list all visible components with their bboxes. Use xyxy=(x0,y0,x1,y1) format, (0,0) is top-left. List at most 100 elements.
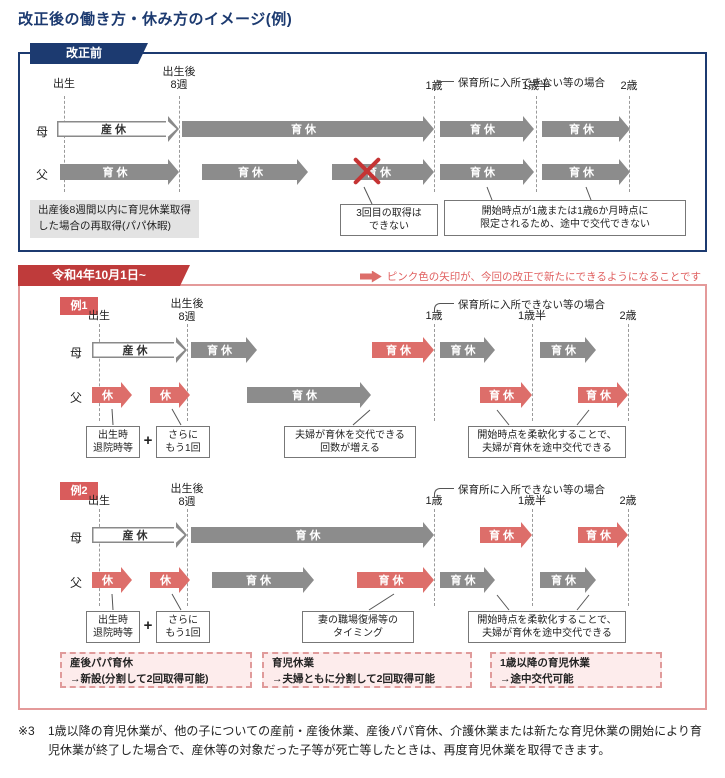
timeline-label-age1-5: 1歳半 xyxy=(517,310,547,322)
summary-postnatal-papa-leave: 産後パパ育休 →新設(分割して2回取得可能) xyxy=(60,652,252,688)
timeline-label-age1: 1歳 xyxy=(425,495,443,507)
timeline-label-line: 出生後 xyxy=(170,483,204,495)
arrow-father-childcare-age1: 育休 xyxy=(440,159,534,185)
ex2-more-note-callout: さらに もう1回 xyxy=(156,611,210,643)
daycare-note: 保育所に入所できない等の場合 xyxy=(458,484,605,496)
panel-before-revision: 改正前 出生 出生後 8週 1歳 1歳半 2歳 保育所に入所できない等の場合 母… xyxy=(18,52,707,252)
arrow-father-childcare-2: 育休 xyxy=(202,159,308,185)
callout-line: もう1回 xyxy=(165,628,201,639)
limited-start-callout: 開始時点が1歳または1歳6か月時点に 限定されるため、途中で交代できない xyxy=(444,200,686,236)
daycare-note: 保育所に入所できない等の場合 xyxy=(458,299,605,311)
arrow-label: 育休 xyxy=(450,345,479,357)
papa-leave-note: 出産後8週間以内に育児休業取得 した場合の再取得(パパ休暇) xyxy=(30,200,199,238)
timeline-line-birth xyxy=(64,96,65,192)
timeline-label-birth: 出生 xyxy=(88,310,110,322)
arrow-ex2-father-postnatal-1-new: 休 xyxy=(92,567,132,593)
page-title: 改正後の働き方・休み方のイメージ(例) xyxy=(18,11,293,28)
father-row-label: 父 xyxy=(70,391,83,405)
callout-line: 回数が増える xyxy=(320,443,380,454)
arrow-label: 育休 xyxy=(569,124,597,136)
arrow-label: 休 xyxy=(160,390,174,402)
summary-line: →途中交代可能 xyxy=(500,672,574,685)
arrow-label: 育休 xyxy=(292,390,320,402)
arrow-father-childcare-1: 育休 xyxy=(60,159,179,185)
arrow-label: 育休 xyxy=(551,345,579,357)
arrow-ex2-father-childcare-2-new: 育休 xyxy=(357,567,434,593)
summary-line: 産後パパ育休 xyxy=(70,657,133,669)
footnote: ※3 1歳以降の育児休業が、他の子についての産前・産後休業、産後パパ育休、介護休… xyxy=(18,722,710,759)
footnote-text: 1歳以降の育児休業が、他の子についての産前・産後休業、産後パパ育休、介護休業また… xyxy=(48,724,702,757)
arrow-label: 産休 xyxy=(122,345,151,357)
callout-line: さらに xyxy=(168,614,198,626)
example2-tab: 例2 xyxy=(60,482,98,500)
arrow-ex1-father-childcare-3-new: 育休 xyxy=(578,382,628,408)
arrow-label: 育休 xyxy=(489,390,517,402)
callout-line: 妻の職場復帰等の xyxy=(318,614,398,626)
timeline-label-week8: 出生後 8週 xyxy=(157,66,201,92)
arrow-ex2-father-childcare-1: 育休 xyxy=(212,567,314,593)
arrow-label: 育休 xyxy=(386,345,414,357)
arrow-label: 育休 xyxy=(246,575,274,587)
arrow-ex1-mother-childcare-2-new: 育休 xyxy=(372,337,434,363)
summary-childcare-leave-split: 育児休業 →夫婦ともに分割して2回取得可能 xyxy=(262,652,472,688)
arrow-label: 育休 xyxy=(291,124,319,136)
callout-line: 夫婦が育休を途中交代できる xyxy=(482,628,612,639)
arrow-label: 育休 xyxy=(586,390,614,402)
arrow-label: 育休 xyxy=(238,167,266,179)
timeline-line-age1-5 xyxy=(536,96,537,192)
ex1-flex-note-callout: 開始時点を柔軟化することで、 夫婦が育休を途中交代できる xyxy=(468,426,626,458)
timeline-line-age1-5 xyxy=(532,324,533,421)
arrow-label: 育休 xyxy=(470,124,498,136)
timeline-label-age2: 2歳 xyxy=(620,80,638,92)
father-row-label: 父 xyxy=(70,576,83,590)
arrow-label: 育休 xyxy=(295,530,324,542)
ex2-return-note-callout: 妻の職場復帰等の タイミング xyxy=(302,611,414,643)
timeline-line-age2 xyxy=(629,96,630,192)
before-revision-tab: 改正前 xyxy=(30,43,148,64)
plus-sign: + xyxy=(143,432,153,449)
arrow-ex2-mother-maternity: 産休 xyxy=(92,522,187,548)
timeline-label-birth: 出生 xyxy=(88,495,110,507)
arrow-label: 育休 xyxy=(207,345,235,357)
arrow-label: 育休 xyxy=(586,530,614,542)
timeline-line-birth xyxy=(99,324,100,421)
legend-text: ピンク色の矢印が、今回の改正で新たにできるようになることです xyxy=(386,271,701,283)
callout-line: 限定されるため、途中で交代できない xyxy=(480,219,650,230)
timeline-line-age1 xyxy=(434,324,435,421)
arrow-label: 育休 xyxy=(102,167,131,179)
mother-row-label: 母 xyxy=(70,346,83,360)
arrow-ex1-father-postnatal-1-new: 休 xyxy=(92,382,132,408)
arrow-mother-maternity: 産休 xyxy=(57,116,179,142)
note-line: した場合の再取得(パパ休暇) xyxy=(38,219,171,232)
callout-line: 開始時点を柔軟化することで、 xyxy=(477,614,617,626)
ex1-birth-note-callout: 出生時 退院時等 xyxy=(86,426,140,458)
pink-arrow-icon xyxy=(359,270,382,283)
timeline-label-age1-5: 1歳半 xyxy=(521,80,551,92)
arrow-ex1-father-childcare-2-new: 育休 xyxy=(480,382,532,408)
mother-row-label: 母 xyxy=(70,531,83,545)
arrow-father-childcare-age1-5: 育休 xyxy=(542,159,630,185)
timeline-line-birth xyxy=(99,509,100,606)
arrow-label: 休 xyxy=(102,575,116,587)
timeline-line-age1 xyxy=(434,509,435,606)
callout-line: 開始時点を柔軟化することで、 xyxy=(477,429,617,441)
summary-line: →夫婦ともに分割して2回取得可能 xyxy=(272,672,436,685)
callout-line: さらに xyxy=(168,429,198,441)
arrow-ex1-mother-childcare-age1-5: 育休 xyxy=(540,337,596,363)
arrow-label: 産休 xyxy=(122,530,151,542)
arrow-label: 産休 xyxy=(101,124,129,136)
plus-sign: + xyxy=(143,617,153,634)
arrow-label: 休 xyxy=(102,390,116,402)
arrow-ex2-mother-childcare-3-new: 育休 xyxy=(578,522,628,548)
callout-line: できない xyxy=(369,221,409,232)
daycare-bracket-line xyxy=(434,303,454,313)
summary-line: 育児休業 xyxy=(272,657,314,669)
arrow-mother-childcare-1: 育休 xyxy=(182,116,434,142)
father-row-label: 父 xyxy=(36,168,49,182)
summary-after-age1-swap: 1歳以降の育児休業 →途中交代可能 xyxy=(490,652,662,688)
note-line: 出産後8週間以内に育児休業取得 xyxy=(38,204,191,216)
daycare-bracket-line xyxy=(434,81,454,91)
callout-line: もう1回 xyxy=(165,443,201,454)
callout-line: 退院時等 xyxy=(93,628,133,639)
